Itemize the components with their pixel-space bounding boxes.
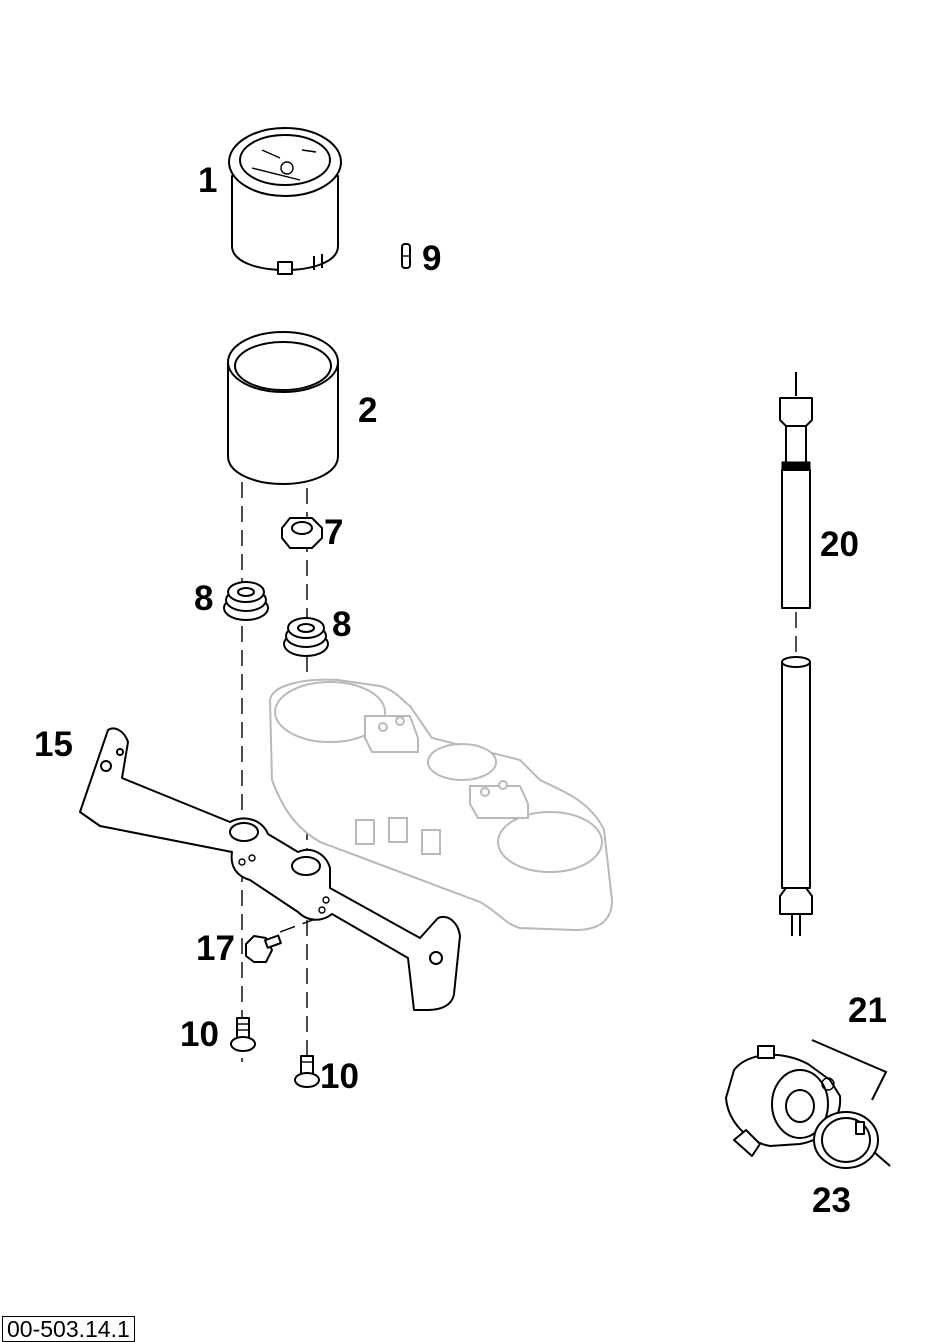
callout-17: 17 [196, 929, 235, 968]
document-code: 00-503.14.1 [2, 1316, 135, 1342]
part-23-lock-ring [813, 1111, 891, 1169]
part-21-drive-unit [725, 1045, 842, 1157]
callout-20: 20 [820, 525, 859, 564]
callout-15: 15 [34, 725, 73, 764]
callout-21: 21 [848, 991, 887, 1030]
callout-23: 23 [812, 1181, 851, 1220]
part-2-sleeve [227, 331, 339, 485]
part-8-grommet-right [283, 617, 329, 657]
callout-2: 2 [358, 391, 377, 430]
callout-7: 7 [324, 513, 343, 552]
part-7-nut [281, 517, 323, 549]
part-15-bracket [79, 727, 461, 1011]
part-17-screw [245, 934, 282, 963]
part-1-instrument-gauge [228, 127, 342, 275]
leader-21 [811, 1039, 888, 1101]
callout-10-left: 10 [180, 1015, 219, 1054]
part-10-bolt-left [230, 1017, 256, 1052]
triple-clamp [268, 678, 614, 932]
part-20-cable [779, 372, 813, 936]
callout-8-left: 8 [194, 579, 213, 618]
part-10-bolt-right [294, 1055, 320, 1088]
part-9-pin [401, 243, 411, 269]
callout-9: 9 [422, 239, 441, 278]
callout-1: 1 [198, 161, 217, 200]
part-8-grommet-left [223, 581, 269, 621]
callout-8-right: 8 [332, 605, 351, 644]
callout-10-right: 10 [320, 1057, 359, 1096]
